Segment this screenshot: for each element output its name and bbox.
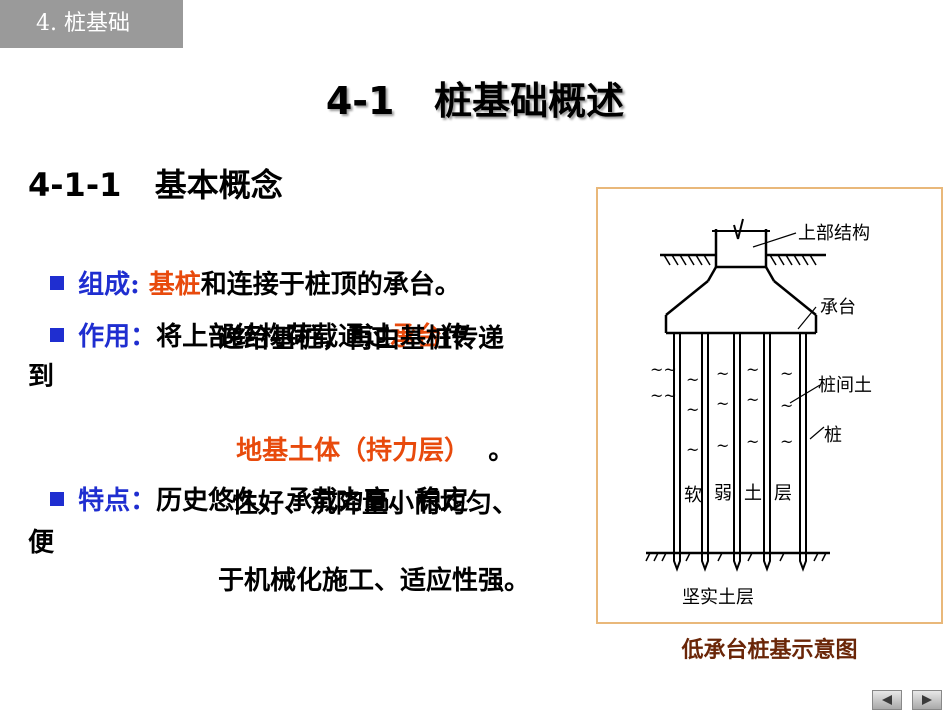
square-bullet-icon <box>50 276 65 290</box>
svg-text:~: ~ <box>780 364 793 383</box>
label-soft-1: 软 <box>684 485 702 506</box>
svg-text:~: ~ <box>780 396 793 415</box>
triangle-right-icon <box>922 695 932 705</box>
function-line-2: 递给基桩，再由基桩传递 <box>218 324 505 354</box>
label-soft-3: 土 <box>744 483 762 504</box>
composition-text: 和连接于桩顶的承台。 <box>200 270 461 300</box>
section-tab: 4. 桩基础 <box>0 0 183 48</box>
square-bullet-icon <box>50 492 65 506</box>
page-title: 4-1 桩基础概述 <box>325 79 625 123</box>
break-mark <box>737 218 744 240</box>
svg-text:~~: ~~ <box>650 360 677 379</box>
label-soft-4: 层 <box>774 483 792 504</box>
leader-lines <box>752 232 825 440</box>
features-label: 特点： <box>78 486 157 516</box>
piles <box>673 333 807 572</box>
label-pile: 桩 <box>824 425 842 446</box>
svg-text:~: ~ <box>686 440 699 459</box>
square-bullet-icon <box>50 328 65 342</box>
pile-foundation-drawing: ~~~~ ~~~ ~~~ ~~~ ~~~ 上部结构 承台 桩间土 桩 软 弱 土… <box>645 218 872 608</box>
function-line-4: 地基土体（持力层） 。 <box>218 400 514 468</box>
pile-foundation-diagram: ~~~~ ~~~ ~~~ ~~~ ~~~ 上部结构 承台 桩间土 桩 软 弱 土… <box>596 187 943 624</box>
function-line-4-tail: 。 <box>470 436 515 466</box>
soil-marks: ~~~~ ~~~ ~~~ ~~~ ~~~ <box>650 360 793 459</box>
function-line-1: 作用：将上部结构荷载通过承台传 <box>32 286 468 354</box>
function-text-a: 将上部结构荷载通过 <box>156 322 391 352</box>
section-subtitle: 4-1-1 基本概念 <box>28 166 283 204</box>
function-label: 作用： <box>78 322 157 352</box>
break-mark <box>733 224 739 240</box>
features-line-2: 性好、沉降量小而均匀、 <box>232 489 519 519</box>
features-line-4: 于机械化施工、适应性强。 <box>218 566 531 596</box>
cap-shoulder-left <box>706 266 718 282</box>
svg-text:~: ~ <box>716 364 729 383</box>
label-superstructure: 上部结构 <box>798 223 870 244</box>
label-inter-pile-soil: 桩间土 <box>818 375 872 396</box>
svg-text:~: ~ <box>746 360 759 379</box>
triangle-left-icon <box>882 695 892 705</box>
ground-hatch-top <box>663 254 817 266</box>
composition-highlight: 基桩 <box>148 270 201 300</box>
features-text-1: 历史悠久、承载力高、稳定 <box>156 486 469 516</box>
cap-slope-right <box>773 280 817 316</box>
function-line-3: 到 <box>28 362 55 392</box>
function-line-4-highlight: 地基土体（持力层） <box>236 436 471 466</box>
next-slide-button[interactable] <box>912 690 942 710</box>
svg-text:~: ~ <box>746 432 759 451</box>
composition-line: 组成: 基桩和连接于桩顶的承台。 <box>32 234 461 302</box>
svg-text:~: ~ <box>746 390 759 409</box>
label-soft-2: 弱 <box>714 483 732 504</box>
function-highlight: 承台 <box>390 322 443 352</box>
svg-text:~: ~ <box>716 436 729 455</box>
function-text-b: 传 <box>442 322 469 352</box>
label-cap: 承台 <box>820 297 856 318</box>
label-hard-layer: 坚实土层 <box>682 587 754 608</box>
svg-text:~~: ~~ <box>650 386 677 405</box>
svg-text:~: ~ <box>686 370 699 389</box>
svg-text:~: ~ <box>780 432 793 451</box>
features-line-1: 特点：历史悠久、承载力高、稳定 <box>32 450 468 518</box>
svg-text:~: ~ <box>686 400 699 419</box>
ground-hatch-bottom <box>645 552 827 562</box>
cap-shoulder-right <box>764 266 776 282</box>
features-line-3: 便 <box>28 528 55 558</box>
svg-text:~: ~ <box>716 394 729 413</box>
cap-slope-left <box>665 280 709 316</box>
diagram-caption: 低承台桩基示意图 <box>681 637 858 663</box>
composition-label: 组成: <box>78 270 140 300</box>
prev-slide-button[interactable] <box>872 690 902 710</box>
